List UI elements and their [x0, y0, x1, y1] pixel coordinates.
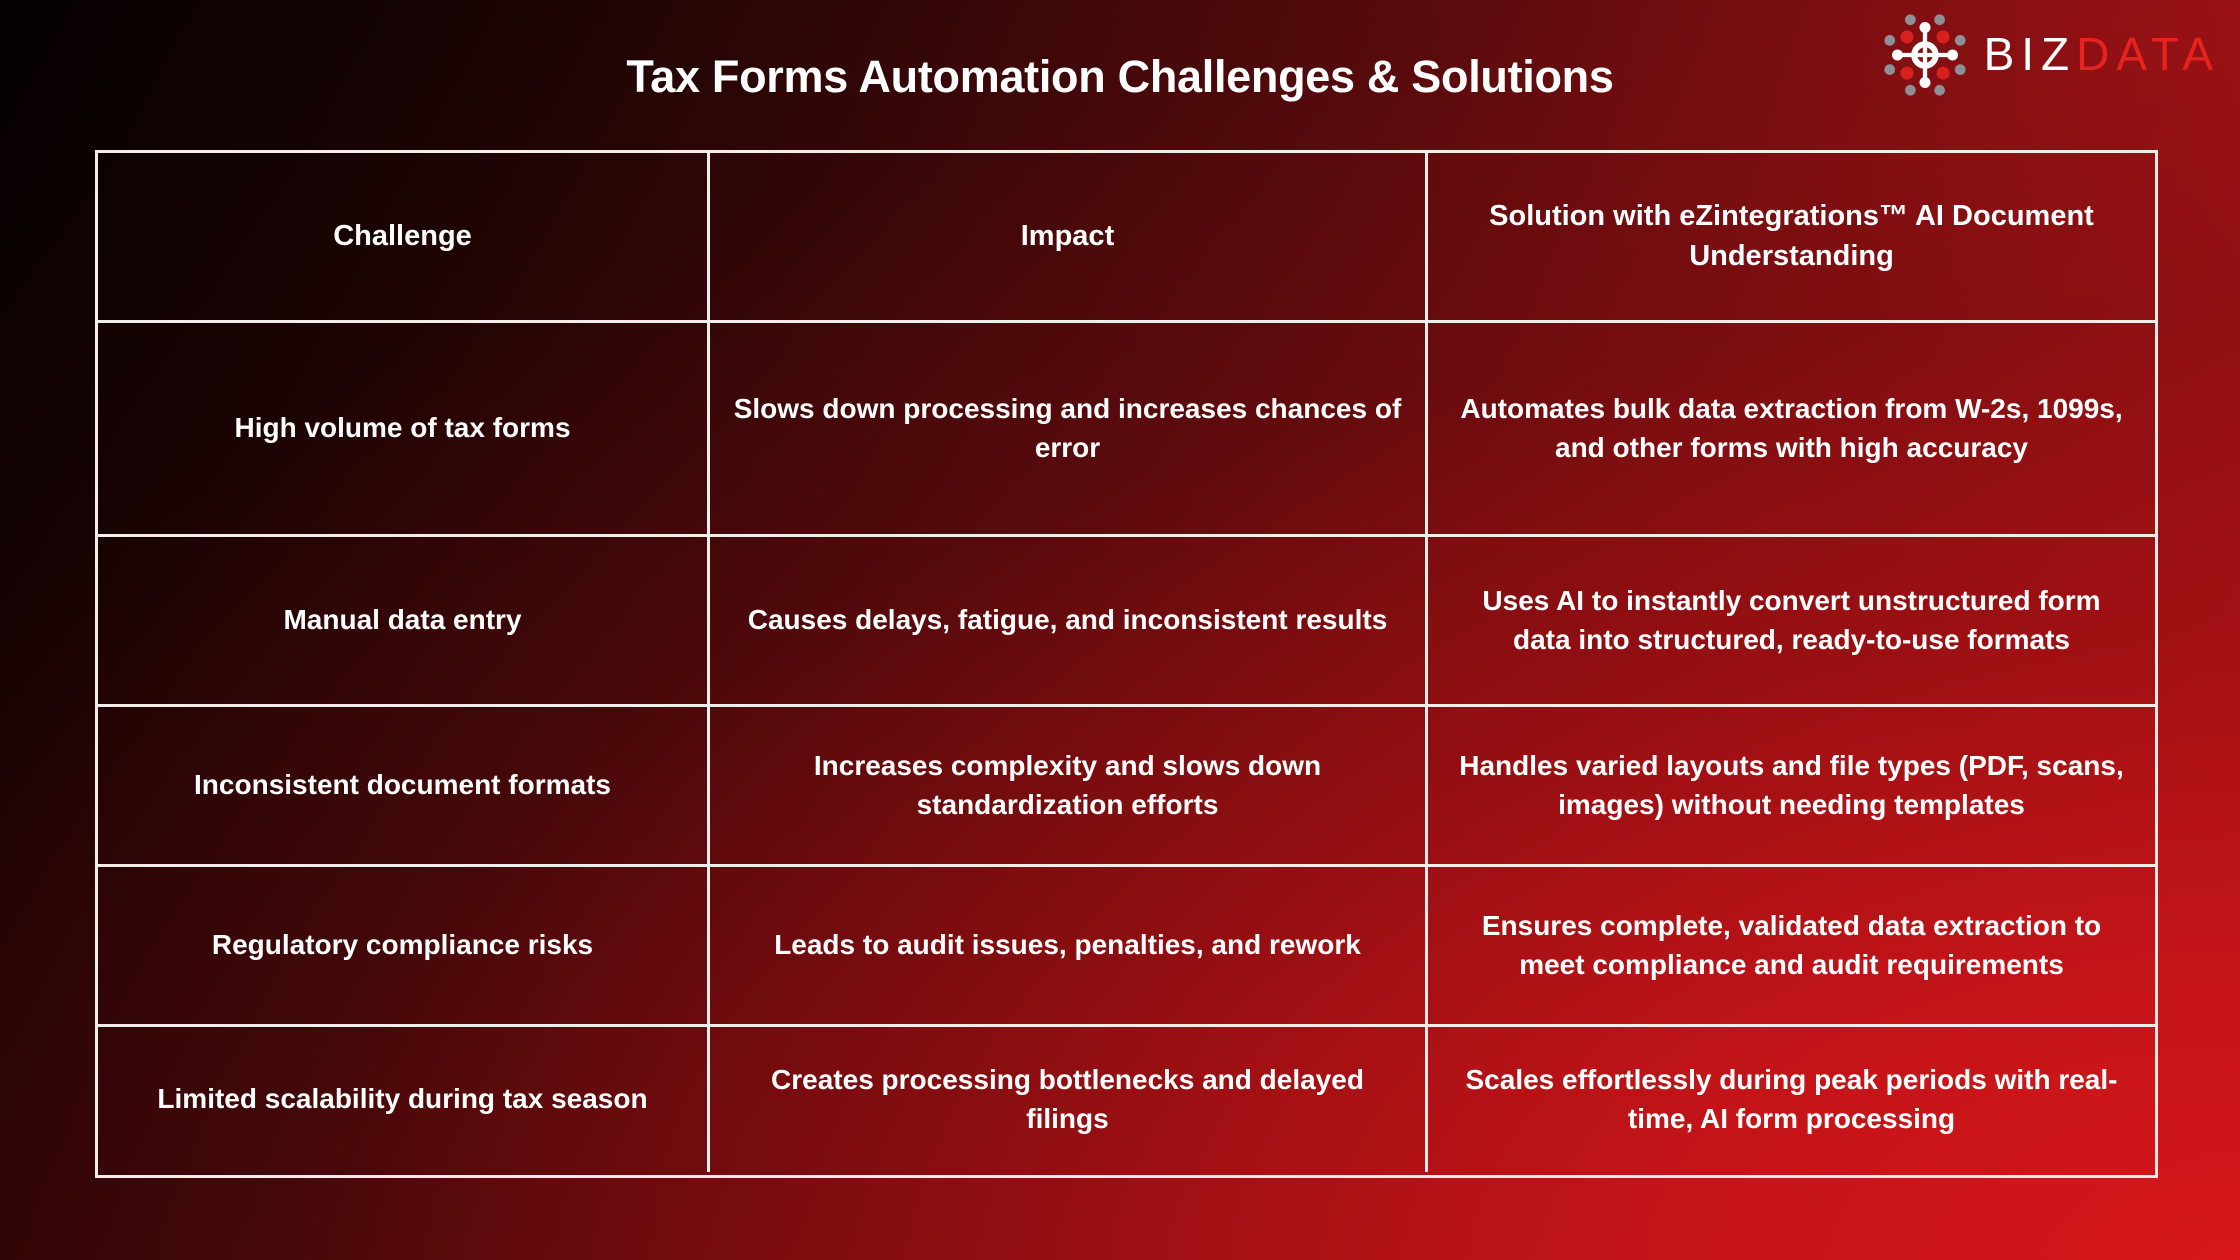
table-row: High volume of tax forms Slows down proc…	[98, 323, 2155, 537]
cell-solution: Ensures complete, validated data extract…	[1481, 910, 2102, 980]
table-row: Inconsistent document formats Increases …	[98, 707, 2155, 867]
logo-text-data: DATA	[2076, 28, 2220, 80]
bizdata-wordmark: BIZDATA	[1984, 31, 2220, 79]
cell-challenge: Limited scalability during tax season	[98, 1027, 710, 1172]
table-row: Manual data entry Causes delays, fatigue…	[98, 537, 2155, 707]
page-title: Tax Forms Automation Challenges & Soluti…	[626, 51, 1614, 102]
cell-challenge: Regulatory compliance risks	[98, 867, 710, 1024]
network-hub-icon	[1883, 14, 1966, 96]
challenges-solutions-table: Challenge Impact Solution with eZintegra…	[95, 150, 2158, 1178]
column-header-solution: Solution with eZintegrations™ AI Documen…	[1489, 200, 2094, 272]
table-row: Limited scalability during tax season Cr…	[98, 1027, 2155, 1172]
column-header-impact: Impact	[710, 153, 1428, 320]
cell-solution: Uses AI to instantly convert unstructure…	[1482, 585, 2101, 655]
column-header-challenge: Challenge	[98, 153, 710, 320]
cell-challenge: Manual data entry	[98, 537, 710, 704]
cell-impact: Increases complexity and slows down stan…	[710, 707, 1428, 864]
table-header-row: Challenge Impact Solution with eZintegra…	[98, 153, 2155, 323]
logo-text-biz: BIZ	[1983, 28, 2077, 80]
cell-impact: Causes delays, fatigue, and inconsistent…	[710, 537, 1428, 704]
table-row: Regulatory compliance risks Leads to aud…	[98, 867, 2155, 1027]
cell-solution: Scales effortlessly during peak periods …	[1465, 1064, 2118, 1134]
cell-impact: Leads to audit issues, penalties, and re…	[710, 867, 1428, 1024]
cell-impact: Creates processing bottlenecks and delay…	[710, 1027, 1428, 1172]
cell-solution: Automates bulk data extraction from W-2s…	[1460, 393, 2123, 463]
cell-impact: Slows down processing and increases chan…	[710, 323, 1428, 534]
cell-challenge: High volume of tax forms	[98, 323, 710, 534]
cell-challenge: Inconsistent document formats	[98, 707, 710, 864]
bizdata-logo: BIZDATA	[1882, 10, 2220, 100]
cell-solution: Handles varied layouts and file types (P…	[1459, 750, 2124, 820]
